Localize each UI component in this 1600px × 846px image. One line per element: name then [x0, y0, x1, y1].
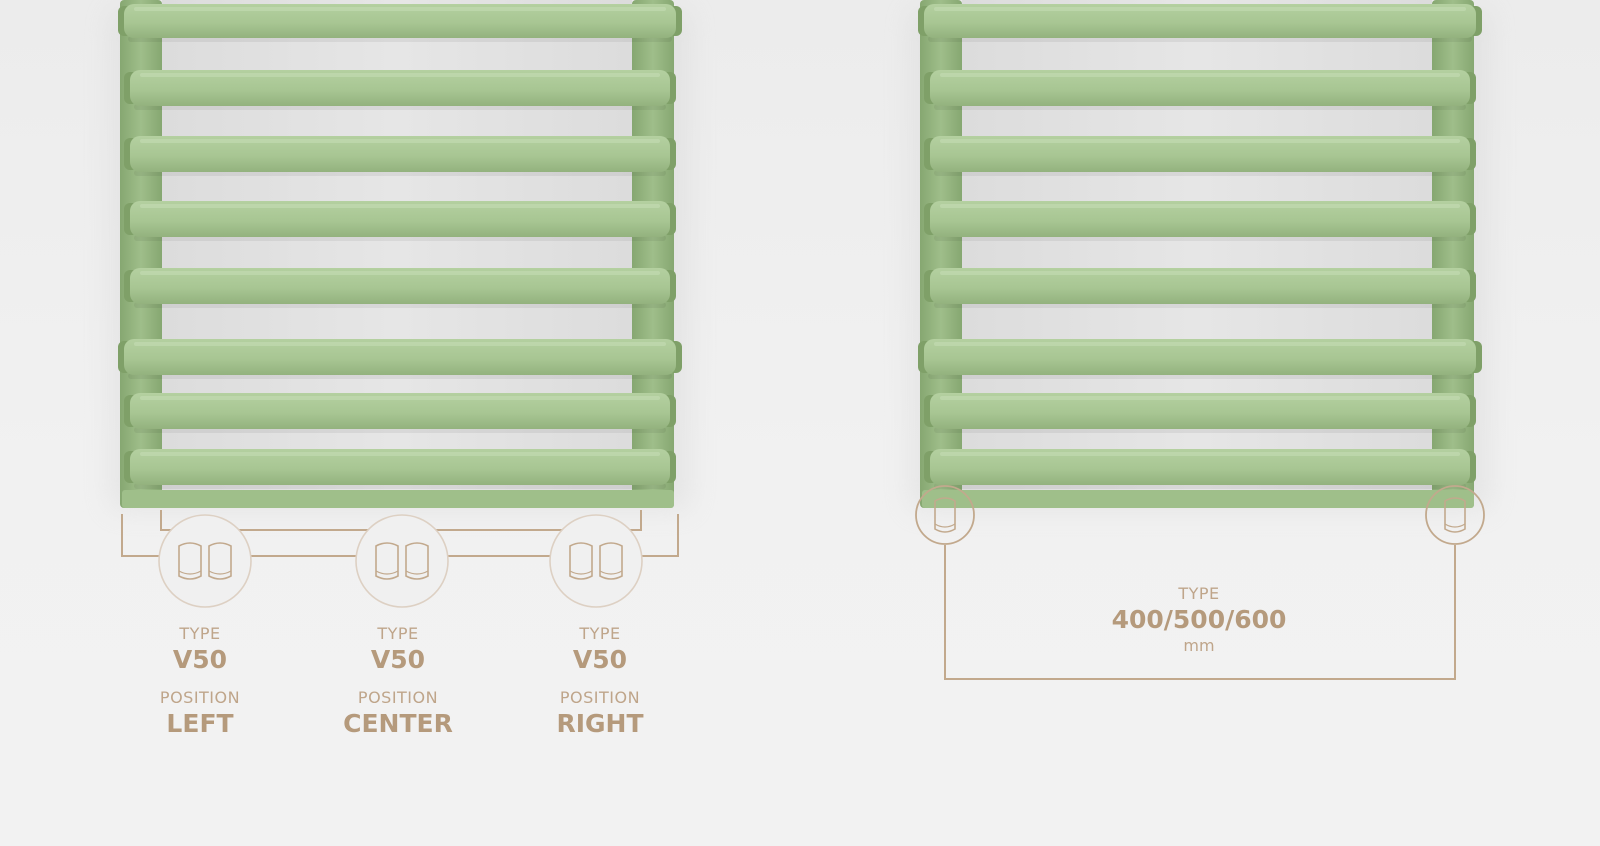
left-radiator	[110, 0, 690, 510]
left-radiator-bar-highlight	[134, 342, 666, 346]
variant-right-type-label: TYPE	[579, 624, 621, 643]
double-valve-icon	[208, 542, 232, 580]
right-radiator-bar-highlight	[940, 204, 1460, 208]
left-radiator-bar-highlight	[140, 204, 660, 208]
left-radiator-bar	[130, 136, 670, 172]
left-radiator-bar	[130, 201, 670, 237]
right-radiator-bar	[930, 393, 1470, 429]
double-valve-icon	[375, 542, 399, 580]
left-connector-icons	[158, 514, 643, 608]
right-radiator	[910, 0, 1490, 510]
left-radiator-bar-highlight	[140, 73, 660, 77]
right-radiator-bar	[930, 201, 1470, 237]
left-radiator-bar-highlight	[140, 271, 660, 275]
variant-left-position-value: LEFT	[166, 709, 234, 738]
right-bracket	[944, 545, 1456, 680]
right-connector-icons	[915, 485, 1485, 545]
double-valve-icon-rim	[375, 570, 399, 575]
left-radiator-bar	[130, 70, 670, 106]
variant-left-type-label: TYPE	[179, 624, 221, 643]
right-radiator-bar-highlight	[940, 73, 1460, 77]
double-valve-icon-rim	[599, 570, 623, 575]
right-unit: mm	[1183, 636, 1215, 655]
variant-center-type-value: V50	[370, 645, 426, 674]
left-radiator-bar-highlight	[140, 396, 660, 400]
right-radiator-bar	[930, 268, 1470, 304]
variant-center-position-label: POSITION	[357, 688, 439, 707]
connector-circle-right	[1425, 485, 1485, 545]
left-radiator-left-rail	[120, 0, 162, 508]
right-radiator-bar	[930, 449, 1470, 485]
right-radiator-bar-highlight	[940, 396, 1460, 400]
variant-left-label: TYPE V50 POSITION LEFT	[160, 624, 240, 740]
left-radiator-bar-highlight	[140, 139, 660, 143]
right-radiator-left-rail	[920, 0, 962, 508]
connector-circle-left	[158, 514, 252, 608]
right-radiator-bar-highlight	[940, 452, 1460, 456]
right-radiator-bar-highlight	[940, 139, 1460, 143]
right-type-label: TYPE	[1178, 584, 1220, 603]
right-radiator-bottom-bar	[922, 490, 1474, 508]
double-valve-icon-rim	[569, 570, 593, 575]
connector-circle-center	[355, 514, 449, 608]
right-radiator-bars	[918, 4, 1482, 489]
right-radiator-bar	[924, 339, 1476, 375]
single-valve-icon-rim	[934, 523, 956, 528]
left-radiator-bar-highlight	[140, 452, 660, 456]
double-valve-icon	[569, 542, 593, 580]
right-radiator-bar	[924, 4, 1476, 38]
variant-center-label: TYPE V50 POSITION CENTER	[343, 624, 453, 740]
left-radiator-bar	[130, 393, 670, 429]
double-valve-icon	[599, 542, 623, 580]
right-radiator-bar-highlight	[934, 342, 1466, 346]
variant-left-position-label: POSITION	[159, 688, 241, 707]
single-valve-icon-rim	[1444, 523, 1466, 528]
variant-right-position-value: RIGHT	[556, 709, 644, 738]
left-radiator-bar-highlight	[134, 7, 666, 11]
variant-right-type-value: V50	[572, 645, 628, 674]
connector-circle-left	[915, 485, 975, 545]
right-radiator-label: TYPE 400/500/600 mm	[1112, 584, 1287, 656]
double-valve-icon-rim	[178, 570, 202, 575]
right-radiator-right-rail	[1432, 0, 1474, 508]
double-valve-icon	[405, 542, 429, 580]
left-radiator-bar	[124, 4, 676, 38]
left-radiator-bar	[130, 449, 670, 485]
variant-right-label: TYPE V50 POSITION RIGHT	[556, 624, 643, 740]
variant-center-position-value: CENTER	[343, 709, 453, 738]
right-radiator-bar	[930, 136, 1470, 172]
left-radiator-bottom-bar	[122, 490, 674, 508]
double-valve-icon-rim	[208, 570, 232, 575]
left-radiator-bars	[118, 4, 682, 489]
right-radiator-bar-highlight	[934, 7, 1466, 11]
right-radiator-bar-highlight	[940, 271, 1460, 275]
left-radiator-right-rail	[632, 0, 674, 508]
variant-left-type-value: V50	[172, 645, 228, 674]
left-radiator-bar	[130, 268, 670, 304]
variant-right-position-label: POSITION	[559, 688, 641, 707]
right-radiator-bar	[930, 70, 1470, 106]
right-connection-lines	[944, 545, 1456, 680]
single-valve-icon	[934, 497, 956, 533]
variant-center-type-label: TYPE	[377, 624, 419, 643]
left-radiator-bar	[124, 339, 676, 375]
connector-circle-right	[549, 514, 643, 608]
double-valve-icon	[178, 542, 202, 580]
double-valve-icon-rim	[405, 570, 429, 575]
single-valve-icon	[1444, 497, 1466, 533]
right-type-value: 400/500/600	[1111, 605, 1287, 634]
